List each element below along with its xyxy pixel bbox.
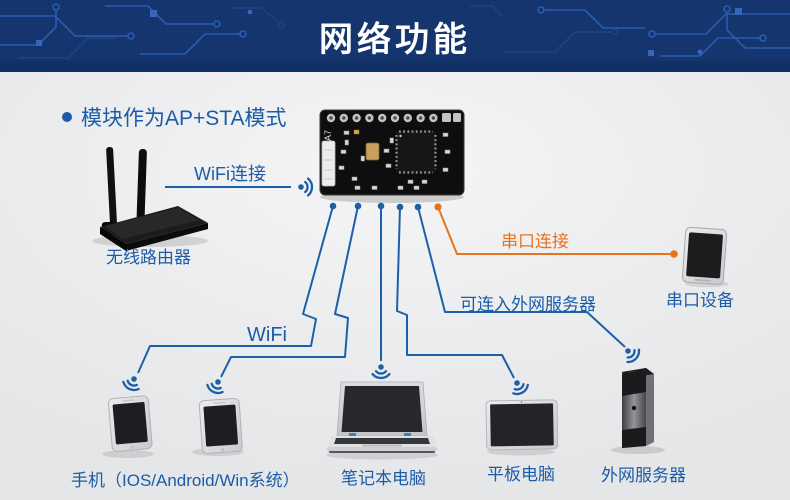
wifi-signal-icon-phone1 xyxy=(120,371,144,394)
router-label: 无线路由器 xyxy=(106,248,191,267)
module-to-phone2-line xyxy=(220,205,359,378)
phone2-image xyxy=(192,398,244,456)
serial-device-image xyxy=(681,226,729,288)
wifi-signal-icon-phone2 xyxy=(204,374,228,397)
wifi-connect-label: WiFi连接 xyxy=(194,164,266,184)
laptop-image xyxy=(326,381,438,460)
module-to-server-line xyxy=(417,206,626,348)
tablet-image xyxy=(485,399,559,456)
module-silkscreen-label: A7 xyxy=(323,130,333,141)
server-label: 外网服务器 xyxy=(601,466,686,485)
circuit-pattern-decoration xyxy=(0,3,790,59)
module-to-serial-device-line xyxy=(437,206,672,255)
extranet-link-label: 可连入外网服务器 xyxy=(460,295,596,314)
feature-bullet: 模块作为AP+STA模式 xyxy=(62,102,287,132)
serial-device-label: 串口设备 xyxy=(666,291,734,310)
wifi-label: WiFi xyxy=(247,324,287,346)
server-image xyxy=(611,368,665,454)
wifi-signal-icon-tablet xyxy=(507,375,531,398)
bullet-dot xyxy=(62,112,72,122)
page-title: 网络功能 xyxy=(319,21,471,59)
wifi-connection-lines xyxy=(137,186,626,379)
module-to-tablet-line xyxy=(396,206,515,379)
module-pin-dots xyxy=(329,202,678,258)
wifi-signal-icon-laptop xyxy=(371,363,391,380)
wifi-signal-icon-router xyxy=(297,177,314,197)
feature-bullet-label: 模块作为AP+STA模式 xyxy=(81,107,287,130)
phones-label: 手机（IOS/Android/Win系统） xyxy=(71,471,300,490)
module-to-phone1-line xyxy=(137,205,334,374)
phone1-image xyxy=(102,395,154,458)
tablet-label: 平板电脑 xyxy=(487,465,555,484)
laptop-label: 笔记本电脑 xyxy=(341,469,426,488)
serial-connect-label: 串口连接 xyxy=(501,232,569,251)
wifi-module-image: A7 xyxy=(319,109,465,203)
header-bottom-stripe xyxy=(0,61,790,72)
header-banner: 网络功能 xyxy=(0,0,790,72)
wireless-router-image xyxy=(92,146,208,251)
